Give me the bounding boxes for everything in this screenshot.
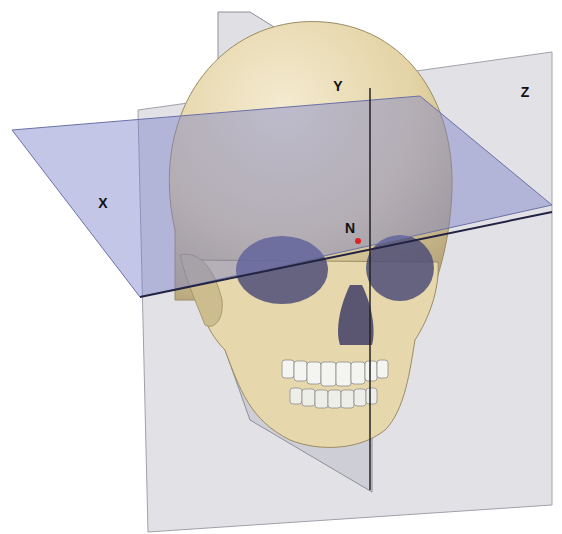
nasal-cavity (338, 285, 373, 345)
nasion-point (355, 238, 361, 244)
axis-label: Z (521, 85, 530, 99)
right-orbit (366, 235, 434, 301)
axis-label: N (345, 221, 355, 235)
axis-label: X (98, 196, 107, 210)
plane-intersection-line (140, 212, 552, 297)
axis-label: Y (333, 79, 342, 93)
lower-teeth (290, 388, 377, 408)
plane-intersection-line (369, 88, 371, 490)
upper-teeth (282, 360, 388, 386)
horizontal-plane (12, 96, 552, 297)
